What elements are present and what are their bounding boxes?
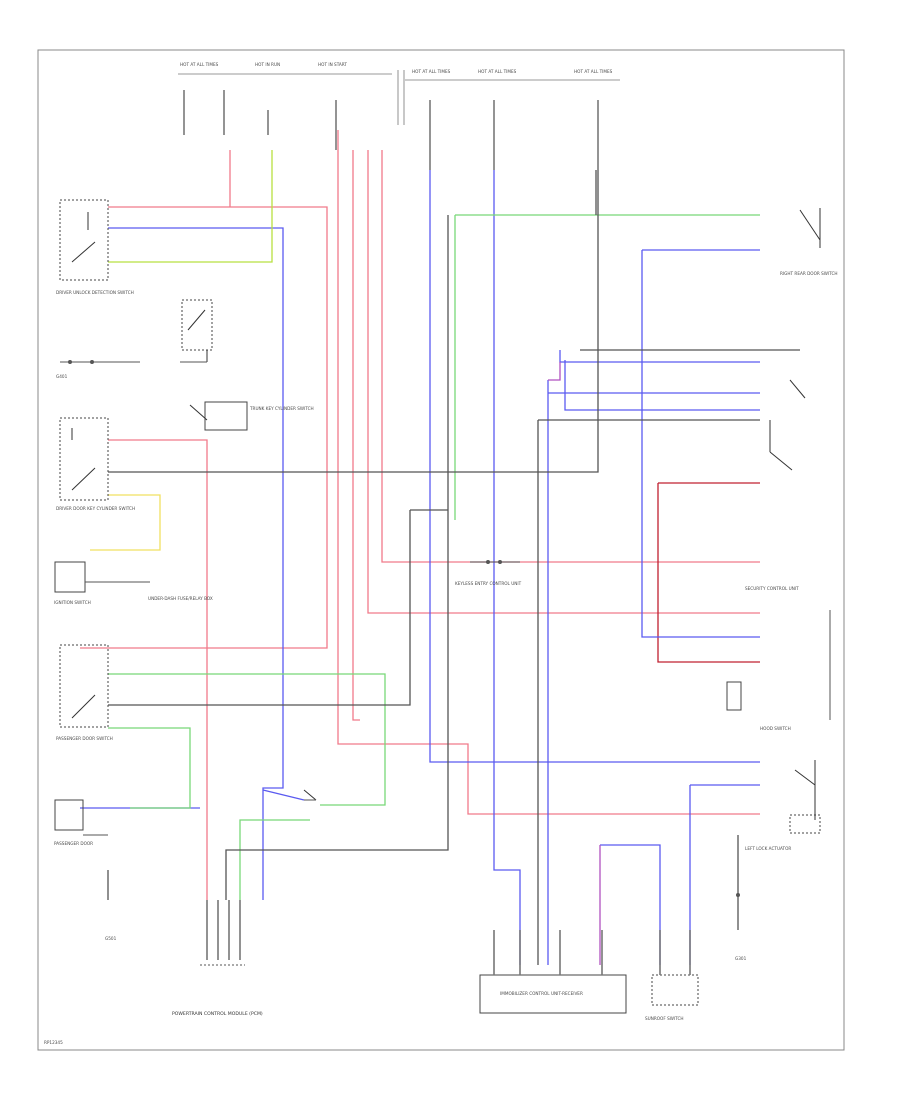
pcm-label: POWERTRAIN CONTROL MODULE (PCM)	[172, 1011, 263, 1017]
driver-door-switch: DRIVER DOOR KEY CYLINDER SWITCH	[56, 417, 135, 511]
top-fuse-label-1: HOT AT ALL TIMES	[180, 62, 219, 67]
dark-red-wires	[657, 482, 760, 663]
yellow-wires	[90, 494, 161, 551]
green-wires	[108, 214, 760, 900]
top-fuse-label-4: HOT AT ALL TIMES	[412, 69, 451, 74]
gray-wires	[107, 170, 800, 965]
immobilizer-unit: IMMOBILIZER CONTROL UNIT-RECEIVER	[479, 930, 627, 1014]
trunk-switch-label: TRUNK KEY CYLINDER SWITCH	[249, 406, 314, 411]
fuse-ticks	[183, 90, 599, 170]
sunroof-switch: SUNROOF SWITCH	[645, 930, 699, 1021]
yellow-green-wires	[108, 150, 273, 263]
driver-unlock-switch: DRIVER UNLOCK DETECTION SWITCH	[56, 199, 134, 295]
passenger-door-switch: PASSENGER DOOR SWITCH	[56, 644, 113, 741]
security-unit-label: SECURITY CONTROL UNIT	[745, 586, 799, 591]
sunroof-label: SUNROOF SWITCH	[645, 1016, 684, 1021]
dash-fuse-label: UNDER-DASH FUSE/RELAY BOX	[148, 596, 213, 601]
driver-door-switch-label: DRIVER DOOR KEY CYLINDER SWITCH	[56, 506, 135, 511]
passenger-door-switch-label: PASSENGER DOOR SWITCH	[56, 736, 113, 741]
top-fuse-labels: HOT AT ALL TIMES HOT IN RUN HOT IN START…	[178, 62, 620, 125]
g501-label: G501	[105, 936, 117, 941]
passenger-door: PASSENGER DOOR G501	[54, 799, 117, 941]
left-lock-label: LEFT LOCK ACTUATOR	[745, 846, 791, 851]
ignition-switch: IGNITION SWITCH UNDER-DASH FUSE/RELAY BO…	[54, 561, 213, 605]
rear-door-label: RIGHT REAR DOOR SWITCH	[780, 271, 838, 276]
top-fuse-label-3: HOT IN START	[318, 62, 347, 67]
red-wires	[80, 130, 760, 900]
security-unit: SECURITY CONTROL UNIT HOOD SWITCH	[726, 379, 831, 731]
trunk-switch: TRUNK KEY CYLINDER SWITCH	[189, 401, 314, 431]
ignition-switch-label: IGNITION SWITCH	[54, 600, 91, 605]
left-relay	[180, 299, 213, 363]
driver-unlock-switch-label: DRIVER UNLOCK DETECTION SWITCH	[56, 290, 134, 295]
violet-wires	[548, 362, 601, 965]
immobilizer-label: IMMOBILIZER CONTROL UNIT-RECEIVER	[500, 991, 583, 996]
keyless-entry-unit: KEYLESS ENTRY CONTROL UNIT	[455, 560, 522, 586]
fuse-row: G401	[56, 360, 140, 379]
pcm-connector: POWERTRAIN CONTROL MODULE (PCM)	[172, 900, 263, 1017]
page-code: RP12345	[44, 1040, 63, 1045]
passenger-door-label: PASSENGER DOOR	[54, 841, 93, 846]
hood-switch-label: HOOD SWITCH	[760, 726, 791, 731]
g301-label: G301	[735, 956, 747, 961]
hood-switch	[303, 789, 317, 801]
top-fuse-label-5: HOT AT ALL TIMES	[478, 69, 517, 74]
g401-label: G401	[56, 374, 68, 379]
top-fuse-label-2: HOT IN RUN	[255, 62, 280, 67]
left-lock-actuator: LEFT LOCK ACTUATOR G301	[735, 760, 821, 961]
diagram-border	[37, 49, 845, 1051]
blue-wires	[80, 170, 760, 965]
right-relay: RIGHT REAR DOOR SWITCH	[780, 208, 838, 276]
top-fuse-label-6: HOT AT ALL TIMES	[574, 69, 613, 74]
keyless-label: KEYLESS ENTRY CONTROL UNIT	[455, 581, 522, 586]
